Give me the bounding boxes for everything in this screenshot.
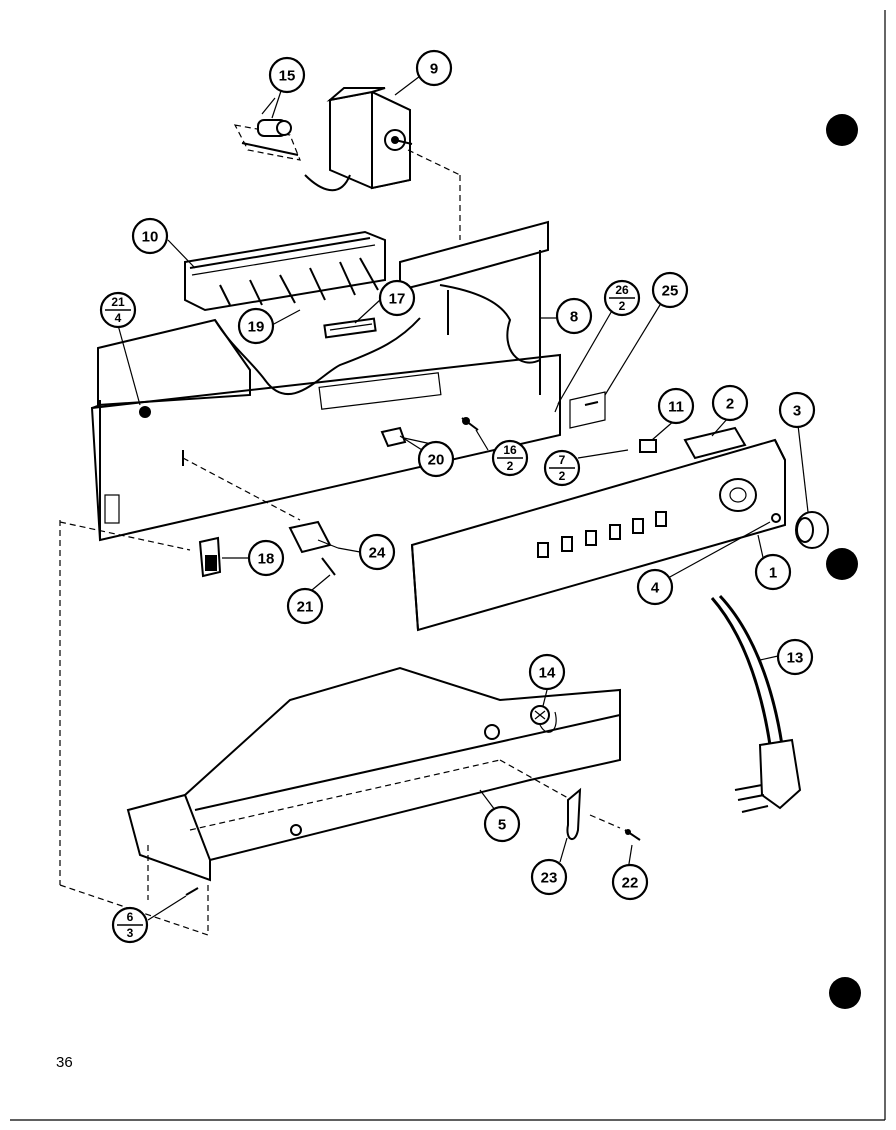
callout-22: 22 <box>611 863 649 901</box>
callout-3: 3 <box>778 391 816 429</box>
callout-label: 3 <box>793 403 801 420</box>
callout-label: 9 <box>430 61 438 78</box>
fraction-top: 21 <box>111 295 125 309</box>
callout-9: 9 <box>415 49 453 87</box>
callout-label: 21 <box>297 599 314 616</box>
callout-label: 4 <box>651 580 660 597</box>
connector-part-17 <box>323 317 377 339</box>
screw-part-14 <box>530 705 557 733</box>
callout-label: 22 <box>622 875 639 892</box>
knob-part-3 <box>795 511 829 549</box>
switch-bank-part-10 <box>184 230 386 312</box>
fraction-callout-16-2: 162 <box>491 439 529 477</box>
callout-label: 2 <box>726 396 734 413</box>
callout-18: 18 <box>247 539 285 577</box>
fraction-top: 6 <box>127 910 134 924</box>
block-part-20 <box>380 426 423 451</box>
power-cord-part-13 <box>710 594 802 813</box>
fraction-bottom: 2 <box>559 469 566 483</box>
fraction-callout-7-2: 72 <box>543 449 581 487</box>
back-frame <box>90 317 561 542</box>
clip-part-11 <box>639 439 657 453</box>
fraction-bottom: 2 <box>619 299 626 313</box>
callout-25: 25 <box>651 271 689 309</box>
callout-23: 23 <box>530 858 568 896</box>
screw-part-21 <box>321 557 336 576</box>
screw-part-22 <box>589 814 641 841</box>
binder-hole-bottom <box>829 977 861 1009</box>
callout-label: 10 <box>142 229 159 246</box>
fraction-callout-21-4: 214 <box>99 291 137 329</box>
callout-5: 5 <box>483 805 521 843</box>
callout-11: 11 <box>657 387 695 425</box>
callout-20: 20 <box>417 440 455 478</box>
fraction-bottom: 4 <box>115 311 122 325</box>
callout-label: 24 <box>369 545 386 562</box>
callout-label: 14 <box>539 665 556 682</box>
callout-4: 4 <box>636 568 674 606</box>
timer-part-9 <box>304 87 461 240</box>
callout-13: 13 <box>776 638 814 676</box>
callout-2: 2 <box>711 384 749 422</box>
fraction-top: 7 <box>559 453 566 467</box>
callout-label: 18 <box>258 551 275 568</box>
page-number: 36 <box>56 1054 73 1071</box>
clip-part-23 <box>499 759 582 840</box>
callout-24: 24 <box>358 533 396 571</box>
callout-21: 21 <box>286 587 324 625</box>
fraction-top: 26 <box>615 283 629 297</box>
callout-17: 17 <box>378 279 416 317</box>
callout-label: 13 <box>787 650 804 667</box>
fraction-bottom: 3 <box>127 926 134 940</box>
bracket-part-24 <box>288 520 339 554</box>
base-part-5 <box>59 520 621 936</box>
switch-part-18 <box>59 521 222 578</box>
callout-label: 17 <box>389 291 406 308</box>
screw-part-16 <box>461 417 479 431</box>
callout-label: 5 <box>498 817 506 834</box>
callout-19: 19 <box>237 307 275 345</box>
callout-15: 15 <box>268 56 306 94</box>
fraction-callout-26-2: 262 <box>603 279 641 317</box>
callout-label: 8 <box>570 309 578 326</box>
callout-label: 11 <box>668 399 684 416</box>
callout-label: 23 <box>541 870 558 887</box>
callout-label: 25 <box>662 283 679 300</box>
binder-hole-top <box>826 114 858 146</box>
callout-1: 1 <box>754 553 792 591</box>
fraction-callout-6-3: 63 <box>111 906 149 944</box>
callout-label: 1 <box>769 565 777 582</box>
fraction-bottom: 2 <box>507 459 514 473</box>
upper-panel-part-8 <box>399 220 549 395</box>
callout-14: 14 <box>528 653 566 691</box>
callout-8: 8 <box>555 297 593 335</box>
lens-part-2 <box>683 426 747 460</box>
callout-10: 10 <box>131 217 169 255</box>
control-panel-part-1 <box>410 438 786 632</box>
callout-label: 15 <box>279 68 296 85</box>
binder-hole-middle <box>826 548 858 580</box>
fraction-top: 16 <box>503 443 517 457</box>
sensor-part-15 <box>233 97 301 161</box>
callout-label: 19 <box>248 319 265 336</box>
callout-label: 20 <box>428 452 445 469</box>
